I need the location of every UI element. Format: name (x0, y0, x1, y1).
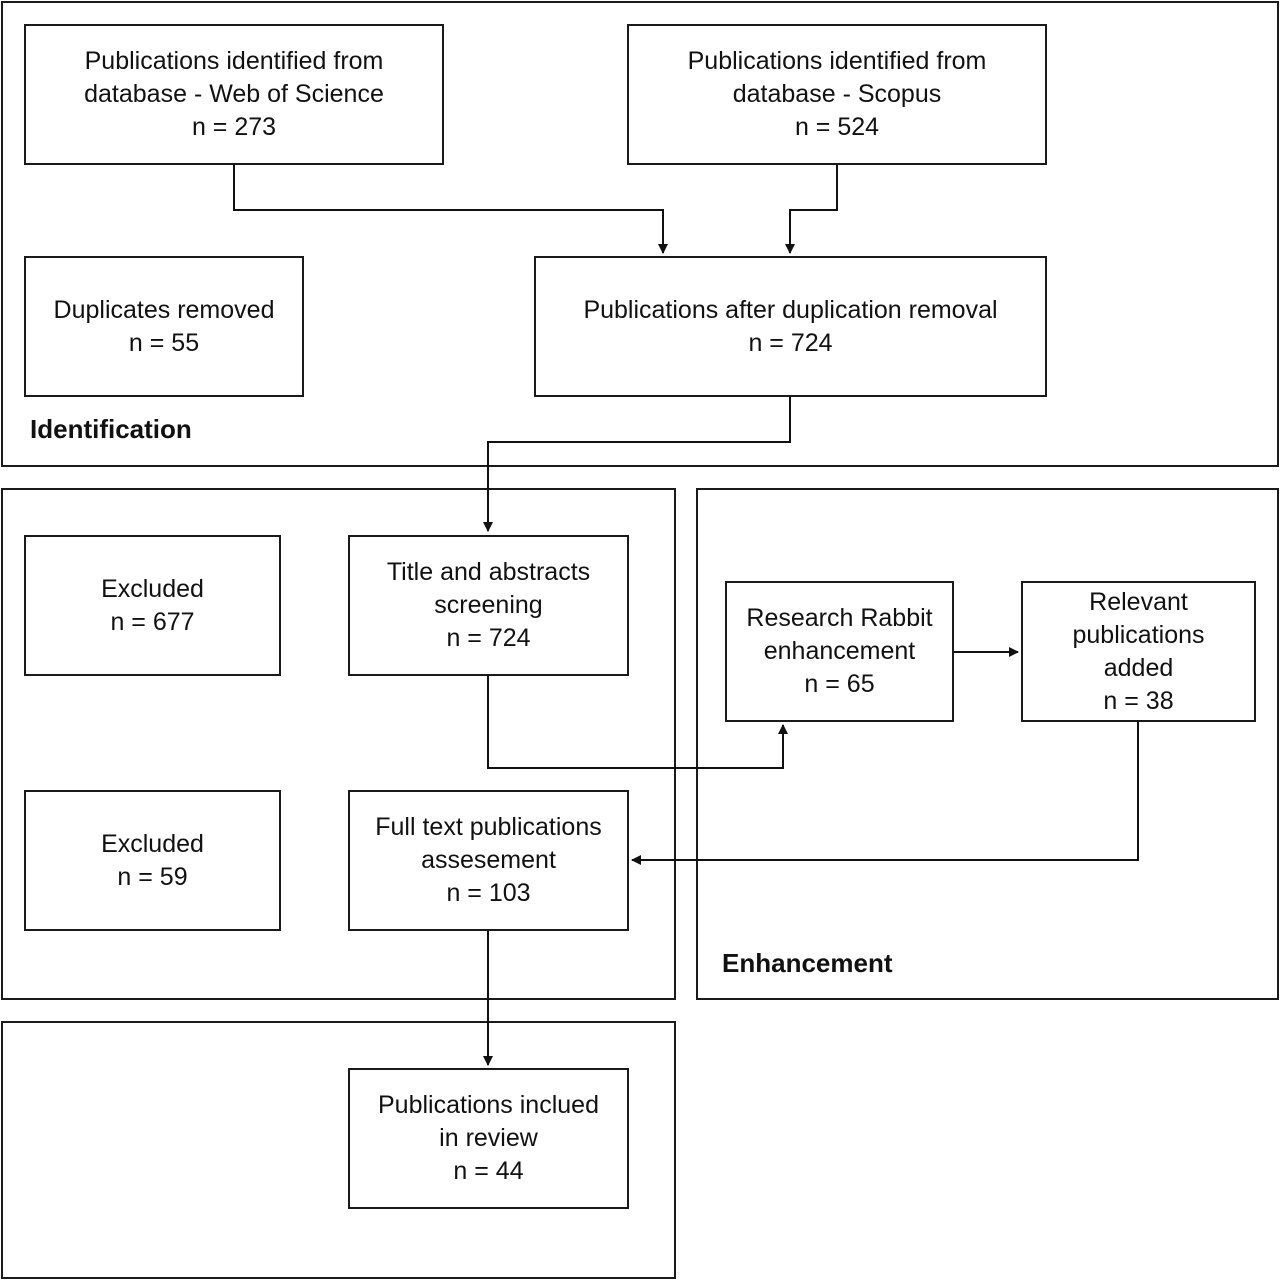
duplicates-count: n = 55 (128, 328, 200, 357)
included-count: n = 44 (453, 1157, 524, 1185)
arrow-dedup-to-screening (483, 396, 791, 532)
rabbit-count: n = 65 (804, 670, 875, 698)
excluded-677-box: Excluded n = 677 (24, 535, 281, 676)
wos-line2: database - Web of Science (84, 80, 384, 108)
rabbit-line1: Research Rabbit (746, 604, 933, 632)
excluded-677-line1: Excluded (101, 574, 204, 603)
arrow-scopus-to-dedup (785, 164, 838, 254)
arrow-wos-to-dedup (233, 164, 668, 254)
scopus-count: n = 524 (794, 113, 880, 141)
rabbit-box: Research Rabbit enhancement n = 65 (725, 581, 954, 722)
rabbit-line2: enhancement (763, 637, 916, 665)
scopus-box: Publications identified from database - … (627, 24, 1047, 165)
relevant-line2: publications (1072, 620, 1205, 649)
relevant-count: n = 38 (1103, 686, 1174, 715)
relevant-line3: added (1103, 653, 1174, 682)
wos-box: Publications identified from database - … (24, 24, 444, 165)
included-line1: Publications inclued (378, 1091, 599, 1119)
included-line2: in review (439, 1124, 538, 1152)
relevant-line1: Relevant (1089, 587, 1188, 616)
fulltext-count: n = 103 (446, 879, 531, 907)
enhancement-label: Enhancement (722, 948, 893, 978)
after-dedup-count: n = 724 (748, 328, 833, 357)
after-dedup-line1: Publications after duplication removal (583, 295, 998, 324)
screening-box: Title and abstracts screening n = 724 (348, 535, 629, 676)
duplicates-line1: Duplicates removed (53, 295, 275, 324)
wos-count: n = 273 (191, 113, 277, 141)
enhancement-section (696, 488, 1279, 1000)
fulltext-box: Full text publications assesement n = 10… (348, 790, 629, 931)
after-dedup-box: Publications after duplication removal n… (534, 256, 1047, 397)
wos-line1: Publications identified from (84, 47, 384, 75)
relevant-box: Relevant publications added n = 38 (1021, 581, 1256, 722)
duplicates-box: Duplicates removed n = 55 (24, 256, 304, 397)
excluded-59-box: Excluded n = 59 (24, 790, 281, 931)
scopus-line1: Publications identified from (687, 47, 987, 75)
included-box: Publications inclued in review n = 44 (348, 1068, 629, 1209)
arrow-screening-to-rabbit (487, 675, 788, 769)
fulltext-line2: assesement (421, 846, 556, 874)
fulltext-line1: Full text publications (375, 813, 602, 841)
identification-label: Identification (30, 414, 192, 444)
excluded-59-count: n = 59 (117, 862, 188, 891)
excluded-677-count: n = 677 (110, 607, 195, 636)
excluded-59-line1: Excluded (101, 829, 204, 858)
arrow-relevant-to-fulltext (631, 721, 1139, 865)
screening-count: n = 724 (446, 624, 531, 652)
scopus-line2: database - Scopus (732, 80, 942, 108)
screening-line2: screening (434, 591, 543, 619)
screening-line1: Title and abstracts (386, 558, 591, 586)
